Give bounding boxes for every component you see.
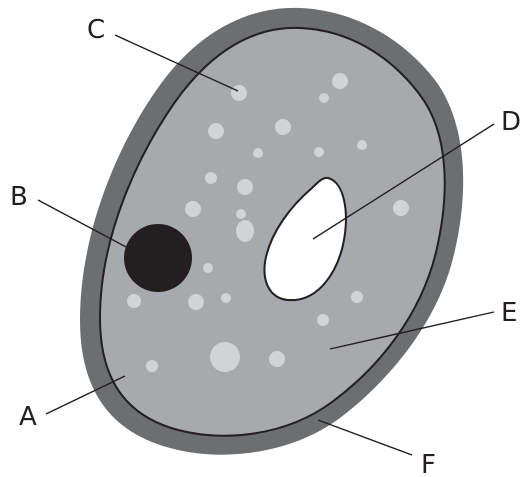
label-f: F bbox=[421, 450, 436, 477]
granule bbox=[351, 291, 363, 303]
granule bbox=[253, 148, 263, 158]
granule bbox=[393, 200, 409, 216]
granule bbox=[319, 93, 329, 103]
granule bbox=[221, 293, 231, 303]
label-a: A bbox=[19, 402, 37, 432]
label-d: D bbox=[501, 107, 521, 137]
granule bbox=[317, 314, 329, 326]
granule bbox=[205, 172, 217, 184]
granule bbox=[208, 123, 224, 139]
granule bbox=[275, 119, 291, 135]
granule bbox=[237, 179, 253, 195]
granule bbox=[127, 294, 141, 308]
granule bbox=[185, 201, 201, 217]
label-e: E bbox=[501, 298, 517, 328]
granule bbox=[332, 73, 348, 89]
granule bbox=[146, 360, 158, 372]
leader-line-f bbox=[318, 420, 412, 455]
granule bbox=[231, 85, 247, 101]
label-c: C bbox=[87, 15, 105, 45]
label-b: B bbox=[10, 182, 28, 212]
granule bbox=[269, 351, 285, 367]
granule bbox=[210, 342, 240, 372]
granule bbox=[357, 140, 367, 150]
nucleus bbox=[124, 224, 192, 292]
granule bbox=[236, 220, 254, 242]
granule bbox=[314, 147, 324, 157]
granule bbox=[188, 294, 204, 310]
granule bbox=[203, 263, 213, 273]
granule bbox=[236, 209, 246, 219]
